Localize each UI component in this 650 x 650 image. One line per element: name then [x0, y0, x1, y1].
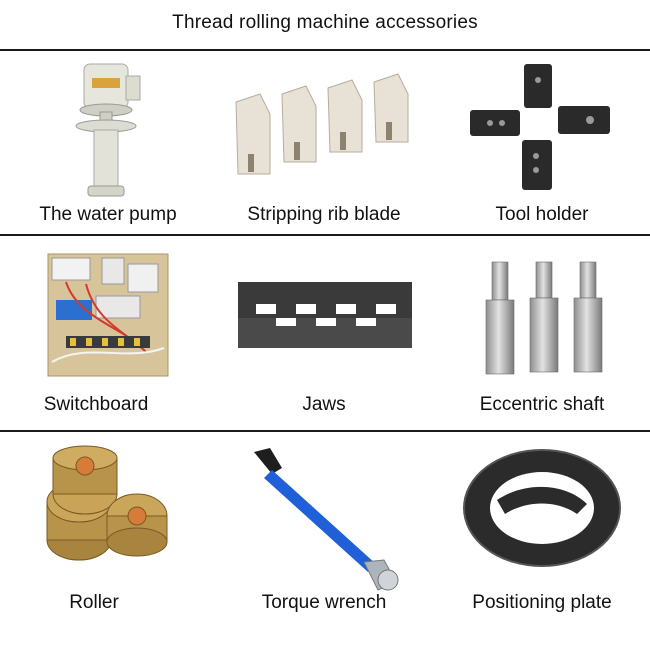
grid-cell-roller: Roller	[0, 444, 216, 613]
grid-cell-switchboard: Switchboard	[0, 252, 216, 415]
tool-holder-image	[470, 64, 610, 190]
item-label-switchboard: Switchboard	[43, 394, 149, 415]
eccentric-shaft-image	[485, 261, 603, 375]
grid-cell-positioning-plate: Positioning plate	[434, 444, 650, 613]
torque-wrench-image	[254, 448, 399, 591]
item-label-stripping-rib-blade: Stripping rib blade	[247, 204, 401, 225]
positioning-plate-image	[463, 449, 621, 567]
grid-cell-stripping-rib-blade: Stripping rib blade	[216, 60, 432, 225]
grid-cell-torque-wrench: Torque wrench	[216, 444, 432, 613]
item-label-roller: Roller	[69, 592, 119, 613]
roller-image	[46, 445, 168, 561]
water-pump-image	[75, 63, 141, 197]
grid-cell-tool-holder: Tool holder	[434, 60, 650, 225]
grid-cell-jaws: Jaws	[216, 252, 432, 415]
row-divider-1	[0, 234, 650, 236]
stripping-rib-blade-image	[235, 73, 409, 175]
item-label-torque-wrench: Torque wrench	[261, 592, 387, 613]
item-label-water-pump: The water pump	[39, 204, 177, 225]
top-divider	[0, 49, 650, 51]
grid-cell-water-pump: The water pump	[0, 60, 216, 225]
item-label-eccentric-shaft: Eccentric shaft	[479, 394, 605, 415]
switchboard-image	[47, 253, 169, 377]
item-label-tool-holder: Tool holder	[495, 204, 589, 225]
grid-cell-eccentric-shaft: Eccentric shaft	[434, 252, 650, 415]
page-title: Thread rolling machine accessories	[172, 12, 478, 33]
item-label-positioning-plate: Positioning plate	[472, 592, 612, 613]
item-label-jaws: Jaws	[302, 394, 346, 415]
row-divider-2	[0, 430, 650, 432]
jaws-image	[238, 282, 412, 348]
